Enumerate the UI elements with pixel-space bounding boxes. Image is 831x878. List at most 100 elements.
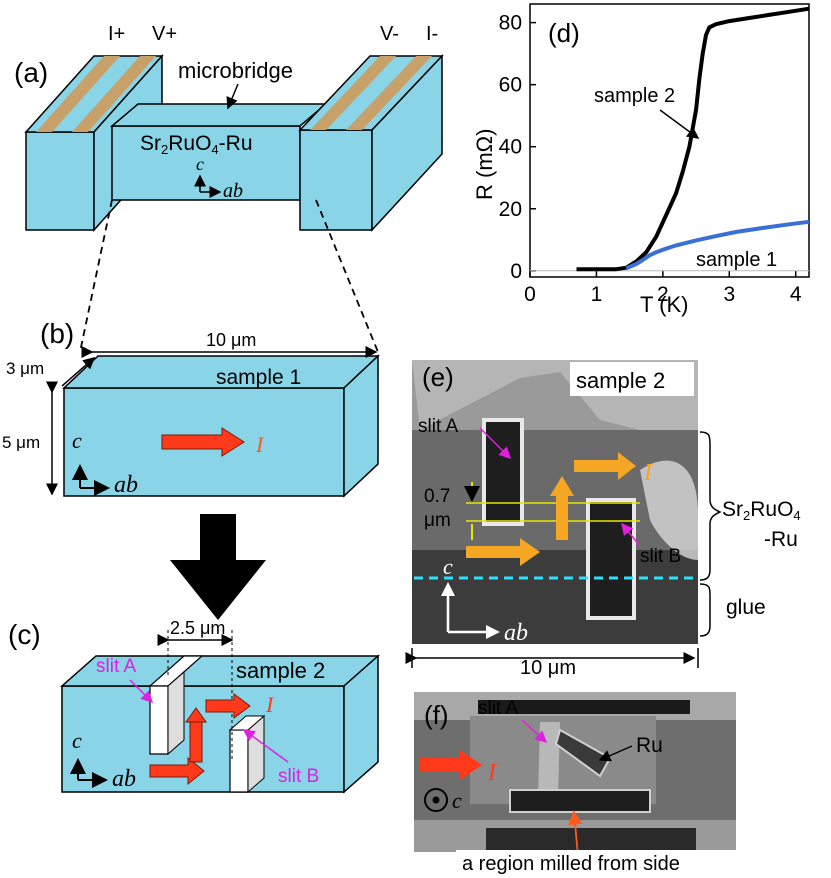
gap-label-c: 2.5 μm: [170, 618, 225, 638]
current-arrow-b: [161, 427, 245, 457]
axis-ab-label-b: ab: [114, 472, 138, 498]
y-tick-label: 40: [499, 136, 522, 159]
microbridge-arrow: [226, 83, 239, 110]
slit-a-inner: [167, 670, 185, 756]
current-label-e: I: [643, 460, 653, 486]
axis-indicator-a: c ab: [194, 154, 243, 202]
axis-indicator-c: c ab: [70, 728, 136, 792]
slit-a-label-c: slit A: [96, 656, 136, 677]
series-line-sample-1: [625, 219, 810, 271]
width-label-e: 10 μm: [520, 657, 576, 679]
axis-ab-label-a: ab: [223, 180, 243, 202]
y-tick-label: 80: [499, 12, 522, 35]
thickness-label-1: 0.7: [424, 486, 450, 507]
y-tick-label: 0: [510, 260, 522, 283]
panel-a: (a) I+ V+ V- I- microbridge Sr2RuO4-Ru c…: [14, 23, 444, 353]
milled-pointer-f: [567, 810, 583, 857]
slit-b-label-c: slit B: [278, 766, 319, 787]
projection-right: [315, 199, 379, 353]
current-label-f: I: [487, 760, 497, 786]
contact-i-plus: [36, 56, 120, 132]
contact-i-minus: [346, 56, 432, 130]
current-path-segment-2: [189, 719, 203, 763]
sample1-side: [343, 354, 379, 498]
axis-ab-label-e: ab: [504, 620, 528, 646]
panel-c: (c) 2.5 μm sample 2 slit A slit B I c ab: [8, 618, 380, 794]
x-tick-label: 0: [524, 283, 536, 306]
current-path-segment-1: [149, 756, 205, 786]
thickness-label-2: μm: [424, 510, 451, 531]
ru-inclusion-f: [554, 728, 612, 778]
right-pad-side: [371, 54, 443, 232]
sample2-pointer: [659, 109, 700, 139]
bracket-glue: [699, 583, 711, 637]
x-tick-label: 1: [591, 283, 603, 306]
slit-b-cut: [229, 729, 249, 793]
x-axis-title: T (K): [640, 292, 688, 317]
axis-c-label-c: c: [72, 728, 82, 753]
x-tick-label: 3: [723, 283, 735, 306]
y-tick-label: 60: [499, 74, 522, 97]
axis-indicator-e: c ab: [441, 554, 528, 646]
y-axis-title: R (mΩ): [472, 129, 497, 200]
axis-c-label-a: c: [196, 154, 204, 174]
slit-a-region-f: [538, 722, 560, 800]
slit-b-cavity-e: [586, 498, 636, 620]
slit-a-pointer-c: [129, 679, 154, 704]
sample2-label-e: sample 2: [576, 368, 665, 393]
bracket-sr2ruo4: [699, 431, 722, 581]
height-label-b: 5 μm: [2, 433, 40, 452]
width-label-b: 10 μm: [206, 330, 256, 350]
x-tick-label: 4: [790, 283, 802, 306]
axis-c-label-e: c: [443, 554, 453, 579]
contact-label-i-plus: I+: [108, 23, 125, 45]
sample1-label-b: sample 1: [216, 366, 301, 389]
panel-f: (f) slit A Ru I c a region milled from s…: [414, 692, 740, 876]
panel-b-label: (b): [40, 318, 74, 349]
sample2-label-c: sample 2: [236, 658, 325, 683]
panel-d-label: (d): [548, 18, 580, 48]
panel-b: (b) 10 μm 3 μm 5 μm sample 1 I c ab: [2, 318, 380, 498]
panel-a-label: (a): [14, 57, 48, 88]
current-label-c: I: [265, 692, 275, 717]
slit-a-label-e: slit A: [418, 416, 458, 437]
contact-label-v-minus: V-: [380, 23, 399, 45]
right-pad-front: [299, 129, 373, 231]
depth-dimension-b: [61, 357, 96, 387]
series-label-sample1: sample 1: [696, 249, 777, 271]
current-arrow-e-2: [550, 476, 574, 496]
current-arrow-f: [420, 750, 482, 780]
y-tick-label: 20: [499, 198, 522, 221]
contact-label-i-minus: I-: [426, 23, 438, 45]
microbridge-label: microbridge: [178, 58, 293, 83]
left-pad-front: [25, 131, 95, 231]
slit-a-label-f: slit A: [478, 698, 518, 719]
big-down-arrow: [170, 514, 266, 620]
panel-e-label: (e): [422, 362, 454, 392]
region-label-top-tail-e: -Ru: [764, 528, 798, 551]
slit-b-label-e: slit B: [640, 546, 681, 567]
current-arrow-e-3: [574, 452, 636, 480]
ru-label-f: Ru: [636, 734, 663, 757]
out-of-plane-c-indicator: c: [424, 788, 462, 813]
material-label-a: Sr2RuO4-Ru: [140, 132, 253, 157]
region-label-glue-e: glue: [726, 596, 766, 619]
depth-label-b: 3 μm: [6, 359, 44, 378]
contact-v-minus: [310, 56, 396, 130]
panel-f-label: (f): [424, 700, 449, 730]
current-path-segment-3: [205, 693, 251, 719]
slit-b-pointer-c: [242, 729, 289, 763]
slit-b-top: [228, 715, 266, 731]
slit-a-cavity-e: [482, 418, 524, 526]
x-tick-label: 2: [657, 283, 669, 306]
contact-label-v-plus: V+: [152, 23, 177, 45]
axis-c-label-b: c: [72, 428, 82, 453]
axis-indicator-b: c ab: [72, 428, 138, 498]
milled-label-f: a region milled from side: [462, 853, 680, 875]
slit-a-cut: [149, 685, 169, 755]
panel-c-label: (c): [8, 619, 41, 650]
panel-e: 0.7 μm I sample 2 (e) slit A slit B c ab…: [405, 360, 801, 679]
axis-c-label-f: c: [452, 788, 462, 813]
plot-frame: [529, 3, 810, 278]
